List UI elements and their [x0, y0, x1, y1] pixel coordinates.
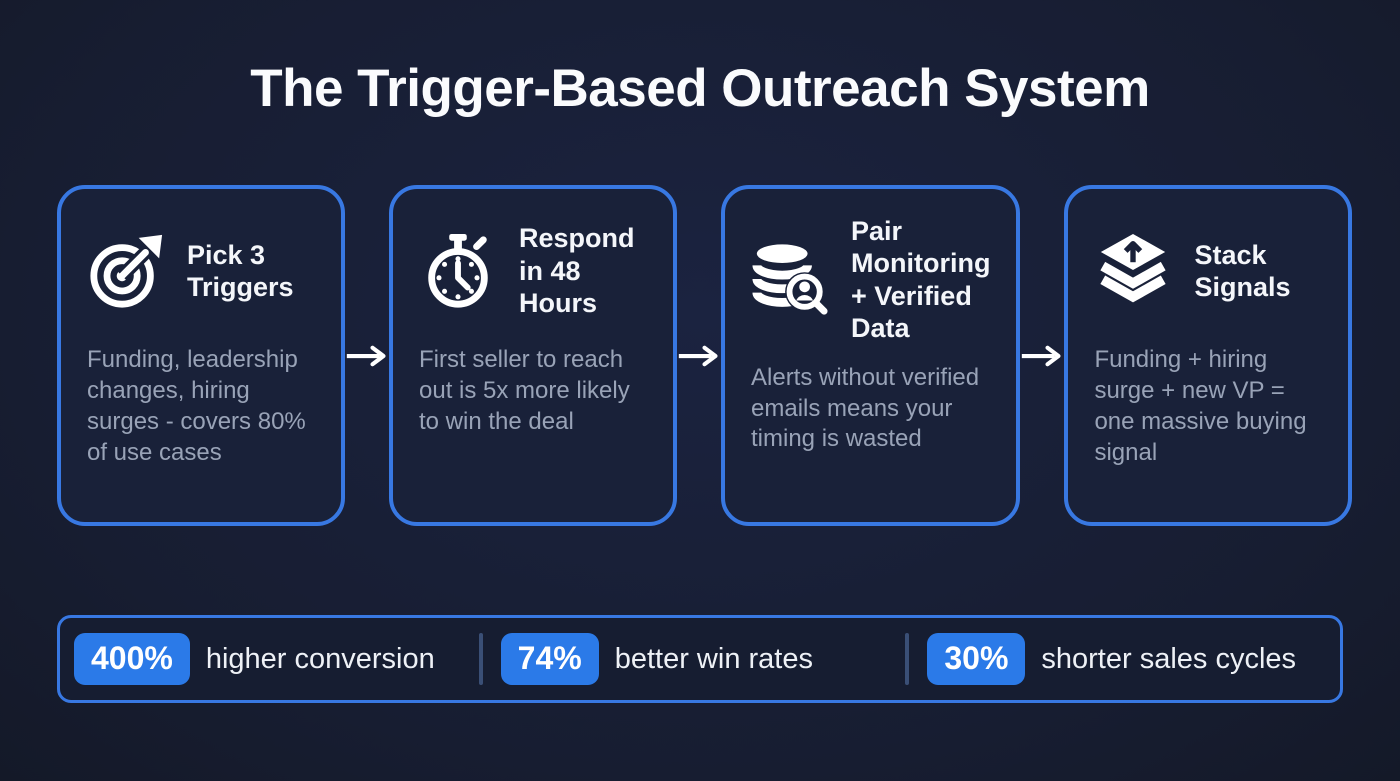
card-header: Stack Signals — [1094, 215, 1322, 327]
stat-win-rates: 74% better win rates — [500, 633, 900, 685]
results-stats-bar: 400% higher conversion 74% better win ra… — [57, 615, 1343, 703]
card-title: Stack Signals — [1194, 239, 1291, 302]
card-description: Alerts without verified emails means you… — [751, 363, 980, 453]
stat-label: shorter sales cycles — [1041, 642, 1297, 675]
card-header: Pair Monitoring + Verified Data — [751, 215, 990, 345]
flow-arrow-icon — [677, 185, 721, 526]
card-description: Funding + hiring surge + new VP = one ma… — [1094, 346, 1307, 466]
stat-label: better win rates — [614, 642, 813, 675]
stat-divider — [478, 633, 483, 685]
step-card-pick-triggers: Pick 3 Triggers Funding, leadership chan… — [57, 185, 345, 526]
step-card-respond-48-hours: Respond in 48 Hours First seller to reac… — [389, 185, 677, 526]
database-search-icon — [751, 241, 829, 319]
stat-badge: 74% — [500, 633, 599, 685]
card-header: Respond in 48 Hours — [419, 215, 647, 327]
card-title: Respond in 48 Hours — [519, 223, 635, 319]
flow-arrow-icon — [345, 185, 389, 526]
stat-label: higher conversion — [205, 642, 435, 675]
stat-sales-cycles: 30% shorter sales cycles — [927, 633, 1326, 685]
card-description: Funding, leadership changes, hiring surg… — [87, 346, 306, 466]
stacked-layers-up-arrow-icon — [1094, 232, 1172, 310]
stat-conversion: 400% higher conversion — [74, 633, 473, 685]
stat-badge: 400% — [74, 633, 190, 685]
card-header: Pick 3 Triggers — [87, 215, 315, 327]
infographic-page: { "page": { "title": "The Trigger-Based … — [0, 58, 1400, 781]
target-dart-icon — [87, 232, 165, 310]
stat-divider — [905, 633, 910, 685]
card-description: First seller to reach out is 5x more lik… — [419, 346, 630, 435]
step-card-pair-monitoring-verified-data: Pair Monitoring + Verified Data Alerts w… — [721, 185, 1021, 526]
card-title: Pick 3 Triggers — [187, 239, 294, 302]
step-card-stack-signals: Stack Signals Funding + hiring surge + n… — [1064, 185, 1353, 526]
stat-badge: 30% — [927, 633, 1026, 685]
flow-arrow-icon — [1020, 185, 1064, 526]
process-steps-row: Pick 3 Triggers Funding, leadership chan… — [57, 185, 1353, 526]
page-title: The Trigger-Based Outreach System — [250, 59, 1150, 118]
stopwatch-icon — [419, 232, 497, 310]
card-title: Pair Monitoring + Verified Data — [851, 216, 991, 344]
